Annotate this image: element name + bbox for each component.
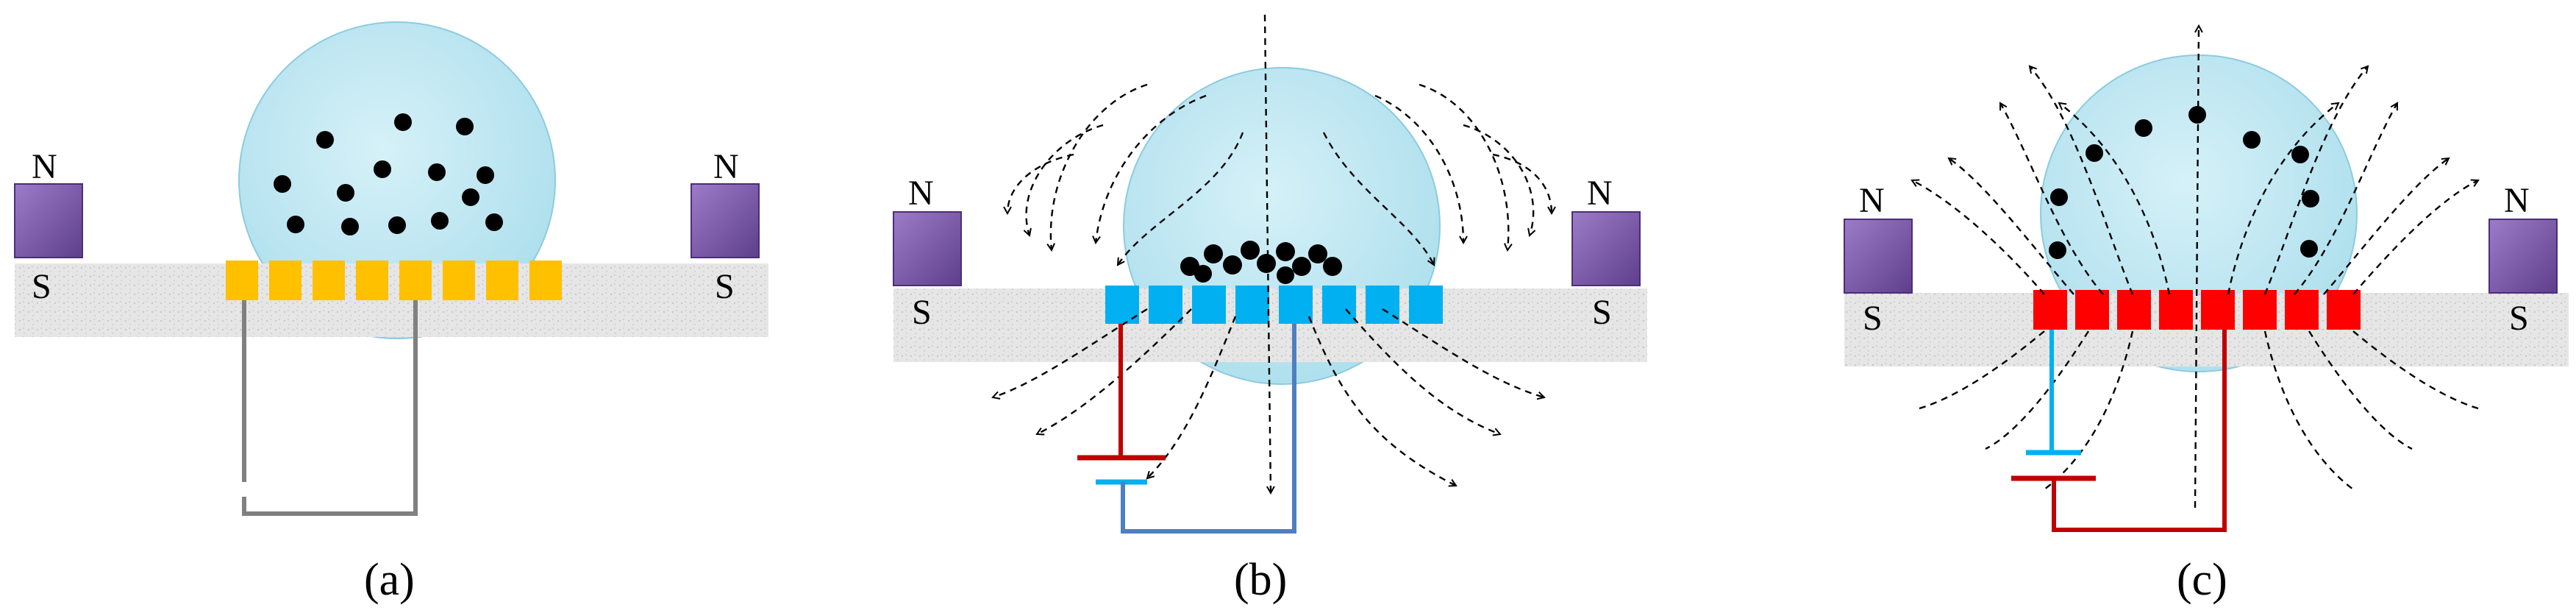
pole-s-right: S	[715, 267, 735, 306]
caption-c: (c)	[2177, 555, 2227, 605]
magnet-left	[893, 211, 962, 286]
magnet-right	[691, 183, 760, 258]
pole-s-left: S	[32, 267, 51, 306]
panel-a: N S N S (a)	[14, 21, 768, 605]
caption-a: (a)	[364, 555, 415, 605]
circuit	[2011, 330, 2227, 532]
pole-s-right: S	[2509, 299, 2529, 338]
circuit-open	[242, 300, 418, 516]
panel-b: N S N S (b)	[893, 14, 1647, 605]
pole-n-right: N	[713, 147, 739, 186]
pole-s-left: S	[912, 293, 932, 332]
pole-n-left: N	[32, 147, 57, 186]
magnet-left	[1844, 219, 1913, 294]
electrodes	[226, 261, 562, 300]
magnet-right	[2488, 219, 2558, 294]
pole-n-left: N	[1859, 181, 1885, 220]
pole-s-left: S	[1863, 299, 1883, 338]
field-lines	[993, 14, 1552, 493]
particles	[2049, 106, 2319, 259]
pole-n-right: N	[2504, 181, 2530, 220]
particles	[1180, 241, 1342, 284]
magnet-right	[1571, 211, 1641, 286]
particles	[274, 113, 503, 235]
panel-c: N S N S (c)	[1844, 26, 2569, 605]
field-lines	[1912, 26, 2478, 509]
pole-s-right: S	[1592, 293, 1612, 332]
electrodes	[2033, 290, 2361, 330]
magnet-left	[14, 183, 83, 258]
pole-n-left: N	[908, 174, 934, 213]
pole-n-right: N	[1587, 174, 1613, 213]
circuit	[1077, 324, 1296, 534]
droplet	[238, 21, 556, 339]
caption-b: (b)	[1234, 555, 1287, 605]
